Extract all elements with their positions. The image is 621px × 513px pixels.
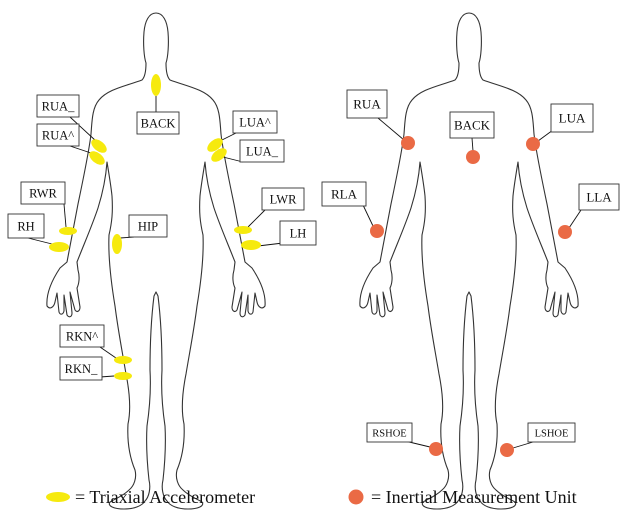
lh-accelerometer-leader-line (258, 243, 283, 246)
rshoe-imu-marker (429, 442, 443, 456)
back-accelerometer-marker (151, 74, 161, 96)
lwr-accelerometer-label: LWR (270, 193, 298, 207)
lla-imu-label: LLA (586, 190, 612, 205)
imu-legend-text: = Inertial Measurement Unit (371, 487, 577, 507)
rua-upper-accelerometer-label: RUA^ (42, 129, 74, 143)
lla-imu-marker (558, 225, 572, 239)
rua-lower-accelerometer-label: RUA_ (42, 100, 75, 114)
rkn-upper-accelerometer-label: RKN^ (66, 330, 98, 344)
rkn-upper-accelerometer-marker (114, 356, 132, 364)
rkn-lower-accelerometer-marker (114, 372, 132, 380)
lwr-accelerometer-marker (234, 226, 252, 234)
lua-upper-accelerometer-label: LUA^ (239, 116, 271, 130)
rh-accelerometer-label: RH (17, 220, 34, 234)
hip-accelerometer-label: HIP (138, 220, 158, 234)
rh-accelerometer-leader-line (28, 238, 52, 244)
rwr-accelerometer-label: RWR (29, 187, 57, 201)
rwr-accelerometer-marker (59, 227, 77, 235)
rla-imu-leader-line (363, 205, 373, 226)
back-imu-marker (466, 150, 480, 164)
rua-imu-label: RUA (353, 97, 381, 112)
lua-imu-marker (526, 137, 540, 151)
hip-accelerometer-marker (112, 234, 122, 254)
accelerometer-legend-marker (46, 492, 70, 502)
lla-imu-leader-line (569, 210, 581, 228)
lshoe-imu-marker (500, 443, 514, 457)
lshoe-imu-label: LSHOE (535, 428, 569, 439)
rkn-lower-accelerometer-label: RKN_ (65, 362, 98, 376)
lh-accelerometer-label: LH (290, 227, 307, 241)
rla-imu-marker (370, 224, 384, 238)
rh-accelerometer-marker (49, 242, 69, 252)
rshoe-imu-label: RSHOE (372, 428, 406, 439)
rla-imu-label: RLA (331, 187, 358, 202)
back-imu-label: BACK (454, 118, 491, 133)
lshoe-imu-leader-line (513, 442, 533, 448)
accelerometer-legend-text: = Triaxial Accelerometer (75, 487, 255, 507)
lwr-accelerometer-leader-line (248, 210, 265, 227)
lua-imu-label: LUA (559, 111, 586, 126)
legend: = Triaxial Accelerometer = Inertial Meas… (46, 487, 577, 507)
lh-accelerometer-marker (241, 240, 261, 250)
rwr-accelerometer-leader-line (64, 204, 66, 227)
imu-legend-marker (349, 490, 364, 505)
lua-lower-accelerometer-label: LUA_ (246, 145, 279, 159)
back-accelerometer-label: BACK (141, 117, 176, 131)
rua-imu-leader-line (378, 118, 404, 140)
rkn-upper-accelerometer-leader-line (100, 347, 116, 358)
rua-imu-marker (401, 136, 415, 150)
